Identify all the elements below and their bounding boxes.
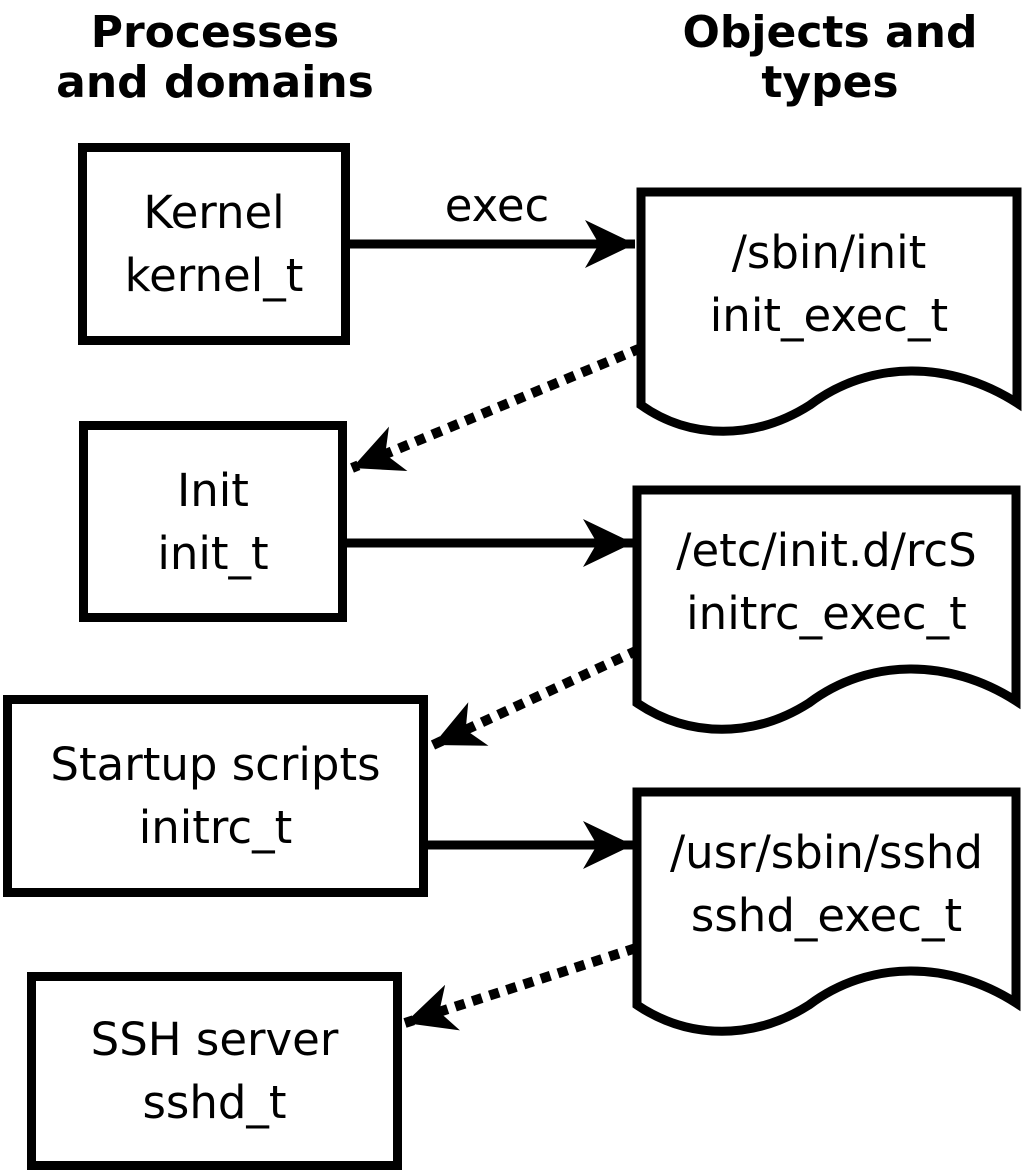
process-name: Init: [177, 463, 249, 517]
process-domain-type: kernel_t: [124, 249, 304, 302]
left-column-header-line1: Processes: [90, 7, 340, 58]
transition-arrow-rcs-to-initrc: [430, 645, 641, 750]
left-column-header-line2: and domains: [56, 57, 374, 108]
object-type: sshd_exec_t: [690, 889, 963, 942]
document-shape-usr-sbin-sshd: [632, 787, 1021, 1036]
process-box-startup-scripts: Startup scripts initrc_t: [3, 695, 428, 897]
object-path: /sbin/init: [731, 226, 927, 279]
process-box-kernel: Kernel kernel_t: [78, 143, 350, 345]
object-doc-sbin-init: /sbin/init init_exec_t: [641, 192, 1017, 404]
process-domain-type: init_t: [157, 526, 269, 580]
exec-arrow-label: exec: [444, 179, 550, 232]
process-name: SSH server: [90, 1013, 339, 1066]
object-type: init_exec_t: [709, 289, 949, 342]
process-box-init: Init init_t: [79, 421, 347, 622]
right-column-header-line1: Objects and: [682, 7, 978, 58]
right-column-header: Objects and types: [618, 8, 1024, 108]
object-path: /etc/init.d/rcS: [676, 524, 977, 577]
document-shape-etc-initd-rcs: [632, 485, 1021, 734]
object-path: /usr/sbin/sshd: [670, 826, 983, 879]
process-name: Kernel: [143, 186, 285, 239]
left-column-header: Processes and domains: [0, 8, 430, 108]
process-domain-type: initrc_t: [138, 801, 293, 854]
process-domain-type: sshd_t: [142, 1076, 287, 1129]
object-doc-usr-sbin-sshd: /usr/sbin/sshd sshd_exec_t: [637, 792, 1016, 1004]
transition-arrow-sbin-init-to-init: [350, 343, 643, 473]
process-box-ssh-server: SSH server sshd_t: [27, 972, 402, 1170]
object-type: initrc_exec_t: [686, 587, 967, 640]
process-name: Startup scripts: [50, 738, 381, 791]
transition-arrow-sshd-to-sshd-t: [403, 943, 638, 1031]
right-column-header-line2: types: [761, 57, 899, 108]
document-shape-sbin-init: [636, 187, 1022, 436]
object-doc-etc-initd-rcs: /etc/init.d/rcS initrc_exec_t: [637, 490, 1016, 702]
